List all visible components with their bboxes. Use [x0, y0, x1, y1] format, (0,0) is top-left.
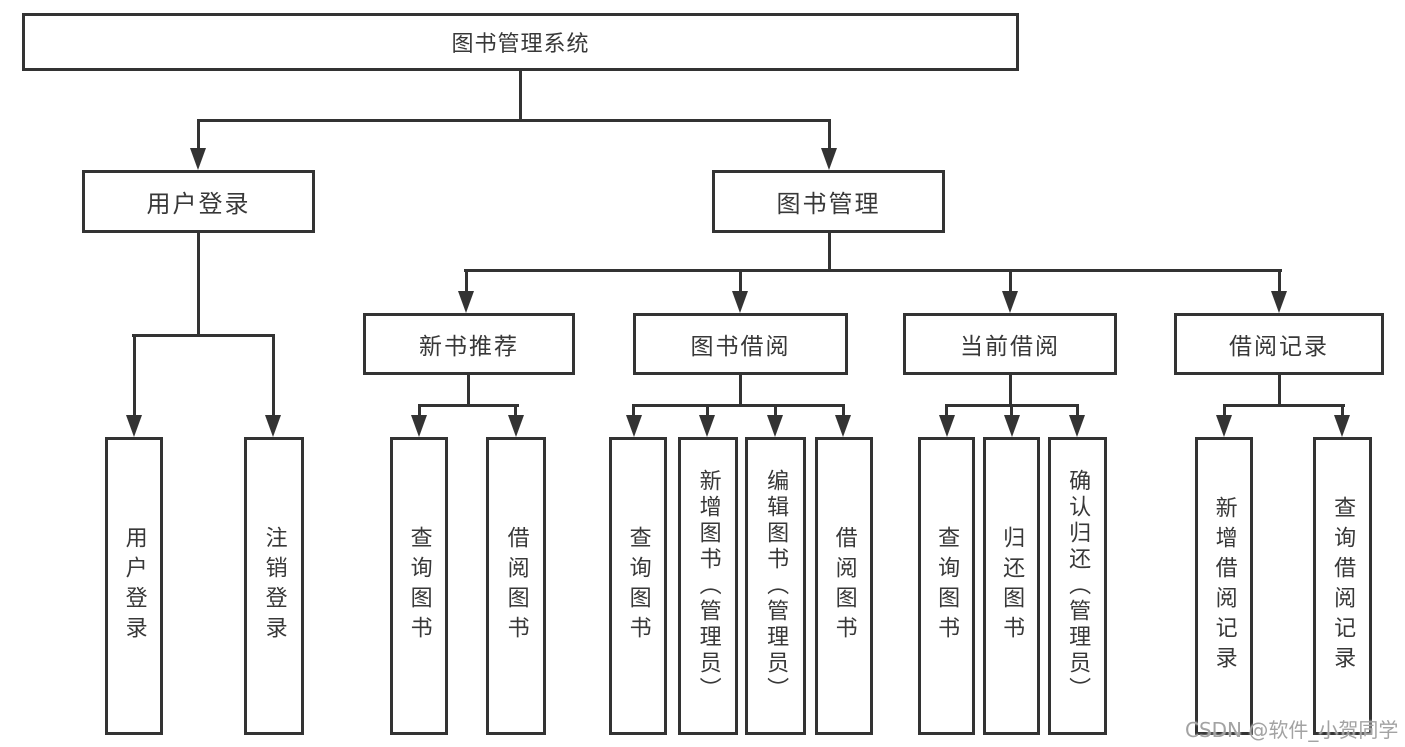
leaf-label: 用户登录: [121, 526, 147, 646]
connector-line: [1341, 404, 1344, 419]
node-book-borrowing: 图书借阅: [633, 313, 848, 375]
arrow-down-icon: [508, 415, 524, 437]
node-label: 图书管理: [776, 190, 881, 218]
leaf-borrowing-add-books-admin: 新增图书（管理员）: [678, 437, 738, 735]
leaf-label: 查询借阅记录: [1330, 496, 1356, 676]
node-library-management-system: 图书管理系统: [22, 13, 1019, 71]
connector-line: [514, 404, 517, 419]
connector-line: [519, 68, 522, 122]
connector-line: [197, 119, 831, 122]
arrow-down-icon: [732, 291, 748, 313]
arrow-down-icon: [126, 415, 142, 437]
leaf-newbook-borrow-books: 借阅图书: [486, 437, 546, 735]
node-current-borrowing: 当前借阅: [903, 313, 1117, 375]
leaf-current-query-books: 查询图书: [918, 437, 975, 735]
leaf-newbook-query-books: 查询图书: [390, 437, 448, 735]
arrow-down-icon: [265, 415, 281, 437]
csdn-watermark: CSDN @软件_小贺同学: [1185, 718, 1399, 742]
leaf-label: 新增借阅记录: [1211, 496, 1237, 676]
connector-line: [1278, 269, 1281, 295]
leaf-records-add-borrow-record: 新增借阅记录: [1195, 437, 1253, 735]
node-borrowing-records: 借阅记录: [1174, 313, 1384, 375]
connector-line: [828, 233, 831, 272]
connector-line: [464, 269, 1282, 272]
arrow-down-icon: [835, 415, 851, 437]
connector-line: [1223, 404, 1345, 407]
connector-line: [1010, 404, 1013, 419]
arrow-down-icon: [1069, 415, 1085, 437]
connector-line: [739, 375, 742, 407]
connector-line: [197, 119, 200, 152]
leaf-label: 归还图书: [999, 526, 1025, 646]
leaf-current-confirm-return-admin: 确认归还（管理员）: [1048, 437, 1107, 735]
leaf-label: 查询图书: [625, 526, 651, 646]
connector-line: [842, 404, 845, 419]
leaf-current-return-books: 归还图书: [983, 437, 1040, 735]
leaf-borrowing-borrow-books: 借阅图书: [815, 437, 873, 735]
connector-line: [632, 404, 635, 419]
leaf-borrowing-query-books: 查询图书: [609, 437, 667, 735]
node-label: 图书借阅: [690, 334, 791, 360]
arrow-down-icon: [699, 415, 715, 437]
connector-line: [418, 404, 519, 407]
connector-line: [1076, 404, 1079, 419]
arrow-down-icon: [767, 415, 783, 437]
arrow-down-icon: [626, 415, 642, 437]
connector-line: [739, 269, 742, 295]
node-new-book-recommend: 新书推荐: [363, 313, 575, 375]
leaf-label: 查询图书: [934, 526, 960, 646]
leaf-label: 确认归还（管理员）: [1065, 469, 1091, 703]
connector-line: [706, 404, 709, 419]
connector-line: [197, 233, 200, 337]
node-label: 新书推荐: [419, 334, 519, 360]
connector-line: [1009, 375, 1012, 407]
leaf-label: 注销登录: [261, 526, 287, 646]
leaf-user-login: 用户登录: [105, 437, 163, 735]
leaf-label: 借阅图书: [503, 526, 529, 646]
node-label: 当前借阅: [960, 334, 1060, 360]
connector-line: [1009, 269, 1012, 295]
node-user-login: 用户登录: [82, 170, 315, 233]
connector-line: [828, 119, 831, 152]
arrow-down-icon: [458, 291, 474, 313]
connector-line: [132, 334, 275, 337]
connector-line: [1278, 375, 1281, 407]
leaf-borrowing-edit-books-admin: 编辑图书（管理员）: [745, 437, 806, 735]
connector-line: [465, 269, 468, 295]
arrow-down-icon: [939, 415, 955, 437]
connector-line: [133, 334, 136, 419]
connector-line: [632, 404, 845, 407]
node-label: 图书管理系统: [451, 32, 590, 57]
arrow-down-icon: [1002, 291, 1018, 313]
connector-line: [945, 404, 948, 419]
node-label: 用户登录: [146, 190, 251, 218]
connector-line: [1223, 404, 1226, 419]
connector-line: [467, 375, 470, 407]
connector-line: [272, 334, 275, 419]
arrow-down-icon: [411, 415, 427, 437]
connector-line: [418, 404, 421, 419]
leaf-logout: 注销登录: [244, 437, 304, 735]
arrow-down-icon: [190, 148, 206, 170]
leaf-label: 借阅图书: [831, 526, 857, 646]
leaf-label: 编辑图书（管理员）: [763, 469, 789, 703]
node-book-management: 图书管理: [712, 170, 945, 233]
leaf-label: 查询图书: [406, 526, 432, 646]
arrow-down-icon: [821, 148, 837, 170]
leaf-label: 新增图书（管理员）: [695, 469, 721, 703]
arrow-down-icon: [1334, 415, 1350, 437]
leaf-records-query-borrow-record: 查询借阅记录: [1313, 437, 1372, 735]
node-label: 借阅记录: [1229, 334, 1329, 360]
arrow-down-icon: [1004, 415, 1020, 437]
arrow-down-icon: [1216, 415, 1232, 437]
arrow-down-icon: [1271, 291, 1287, 313]
connector-line: [774, 404, 777, 419]
